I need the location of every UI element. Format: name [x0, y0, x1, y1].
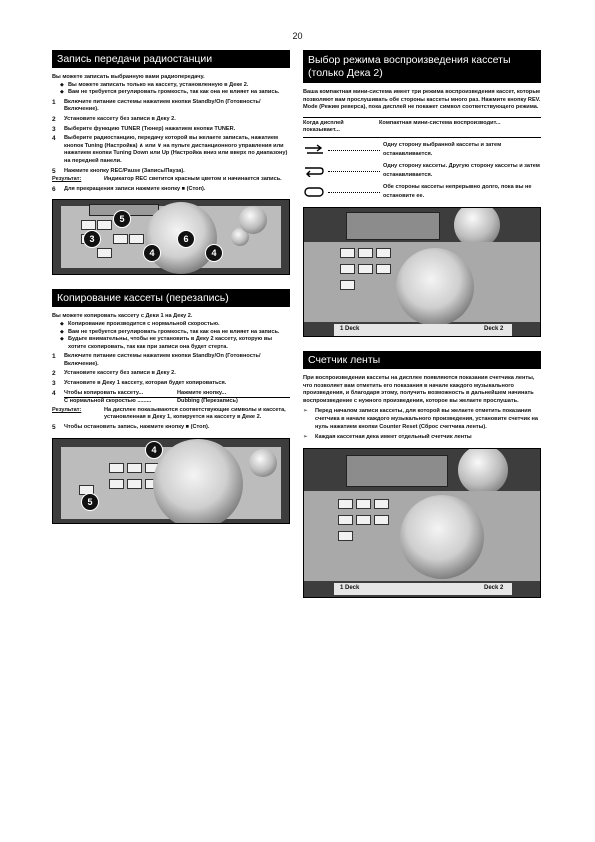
bullet-item: Вы можете записать только на кассету, ус…	[60, 82, 290, 90]
device-photo-counter: 1 Deck Deck 2	[303, 447, 541, 598]
bullet-item: Копирование производится с нормальной ск…	[60, 321, 290, 329]
left-column: Запись передачи радиостанции Вы можете з…	[52, 50, 290, 524]
callout-marker: 5	[113, 210, 131, 229]
two-sides-icon	[305, 167, 324, 177]
bullet-list: Копирование производится с нормальной ск…	[52, 321, 290, 351]
step-item-table: 4 Чтобы копировать кассету...Нажмите кно…	[52, 390, 290, 406]
section-title-radio-recording: Запись передачи радиостанции	[52, 50, 290, 68]
callout-marker: 6	[177, 230, 195, 249]
page-number: 20	[292, 31, 303, 41]
mode-row: Одну сторону кассеты. Другую сторону кас…	[303, 162, 541, 180]
deck-label: Deck 2	[484, 584, 504, 591]
device-photo-dubbing: 4 5	[52, 437, 290, 524]
intro-text: Вы можете записать выбранную вами радиоп…	[52, 74, 205, 80]
right-column: Выбор режима воспроизведения кассеты (то…	[303, 50, 541, 598]
device-photo-mode: 1 Deck Deck 2	[303, 206, 541, 337]
deck-label: 1 Deck	[340, 584, 360, 591]
bullet-item: Вам не требуется регулировать громкость,…	[60, 89, 290, 97]
callout-marker: 5	[81, 492, 99, 511]
section-title-tape-counter: Счетчик ленты	[303, 350, 541, 369]
section-title-playback-mode: Выбор режима воспроизведения кассеты (то…	[303, 50, 541, 83]
deck-label: Deck 2	[484, 325, 504, 332]
bullet-list: Вы можете записать только на кассету, ус…	[52, 82, 290, 97]
callout-marker: 4	[143, 244, 161, 263]
section-title-tape-dubbing: Копирование кассеты (перезапись)	[52, 289, 290, 308]
note-item: ➢Каждая кассетная дека имеет отдельный с…	[303, 434, 472, 441]
body-text: При воспроизведении кассеты на дисплее п…	[303, 374, 535, 404]
table-header-row: Когда дисплей показывает... Компактная м…	[303, 118, 541, 138]
result-note: Результат:Индикатор REC светится красным…	[52, 176, 282, 183]
repeat-icon	[304, 187, 324, 197]
mode-row: Обе стороны кассеты непрерывно долго, по…	[303, 183, 541, 201]
device-photo-radio: 5 3 6 4 4	[52, 199, 290, 276]
bullet-item: Будьте внимательны, чтобы не установить …	[60, 336, 290, 351]
mode-table: Когда дисплей показывает... Компактная м…	[303, 116, 541, 138]
table-header: Нажмите кнопку...	[177, 389, 227, 396]
intro-text: Вы можете копировать кассету с Деки 1 на…	[52, 313, 193, 320]
note-item: ➢Перед началом записи кассеты, для котор…	[303, 408, 538, 430]
bullet-item: Вам не требуется регулировать громкость,…	[60, 329, 290, 337]
table-header: Чтобы копировать кассету...	[64, 389, 144, 396]
deck-label: 1 Deck	[340, 325, 360, 332]
table-cell: С нормальной скоростью .........	[64, 398, 152, 405]
callout-marker: 3	[83, 230, 101, 249]
callout-marker: 4	[205, 244, 223, 263]
one-side-icon	[305, 144, 323, 154]
result-note: Результат:На дисплее показываются соотве…	[52, 406, 286, 421]
callout-marker: 4	[145, 440, 163, 459]
mode-row: Одну сторону выбранной кассеты и затем о…	[303, 141, 541, 159]
table-cell: Dubbing (Перезапись)	[177, 398, 238, 405]
intro-text: Ваша компактная мини-система имеет три р…	[303, 89, 541, 111]
